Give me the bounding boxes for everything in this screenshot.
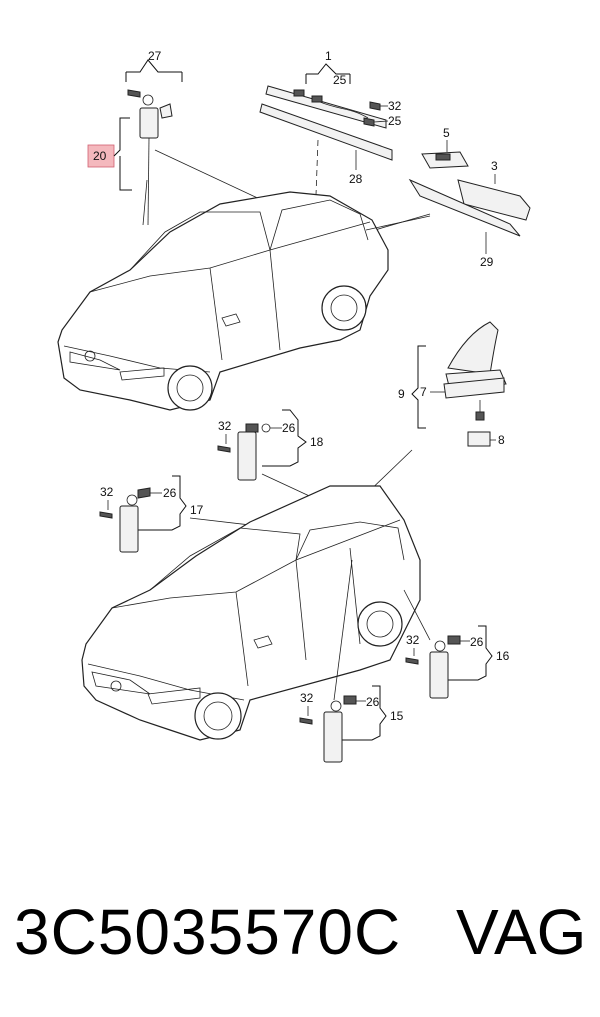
callout-32-d: 32 [406, 633, 420, 647]
antenna-amplifier-17-group: 32 26 17 [99, 475, 277, 553]
callout-32-c: 32 [100, 485, 114, 499]
callout-8: 8 [498, 433, 505, 447]
callout-7: 7 [420, 385, 427, 399]
callout-32-b: 32 [218, 419, 232, 433]
callout-17: 17 [190, 503, 204, 517]
callout-26-c: 26 [470, 635, 484, 649]
amplifier-module-group: 5 3 29 [367, 126, 531, 269]
callout-26-b: 26 [163, 486, 177, 500]
callout-25-b: 25 [388, 114, 402, 128]
wagon-car-illustration [81, 485, 421, 741]
callout-5: 5 [443, 126, 450, 140]
antenna-amplifier-15-group: 32 26 15 [299, 559, 404, 763]
rod-antenna-assembly: 20 27 [87, 49, 267, 226]
callout-32-e: 32 [300, 691, 314, 705]
callout-15: 15 [390, 709, 404, 723]
callout-27: 27 [148, 49, 162, 63]
callout-26-d: 26 [366, 695, 380, 709]
callout-1: 1 [325, 49, 332, 63]
callout-3: 3 [491, 159, 498, 173]
parts-diagram: 20 27 1 25 32 25 28 5 [57, 49, 531, 763]
part-number: 3C5035570C [14, 896, 402, 968]
antenna-amplifier-16-group: 32 26 16 [403, 589, 510, 699]
callout-16: 16 [496, 649, 510, 663]
callout-20: 20 [93, 149, 107, 163]
sedan-car-illustration [57, 191, 431, 411]
spoiler-antenna-group: 1 25 32 25 28 [259, 49, 402, 196]
callout-9: 9 [398, 387, 405, 401]
callout-26-a: 26 [282, 421, 296, 435]
roof-antenna-group: 9 7 8 [359, 321, 507, 501]
antenna-amplifier-18-group: 32 26 18 [217, 409, 324, 501]
callout-25-a: 25 [333, 73, 347, 87]
callout-29: 29 [480, 255, 494, 269]
callout-28: 28 [349, 172, 363, 186]
callout-32-a: 32 [388, 99, 402, 113]
brand-label: VAG [456, 896, 587, 968]
callout-18: 18 [310, 435, 324, 449]
